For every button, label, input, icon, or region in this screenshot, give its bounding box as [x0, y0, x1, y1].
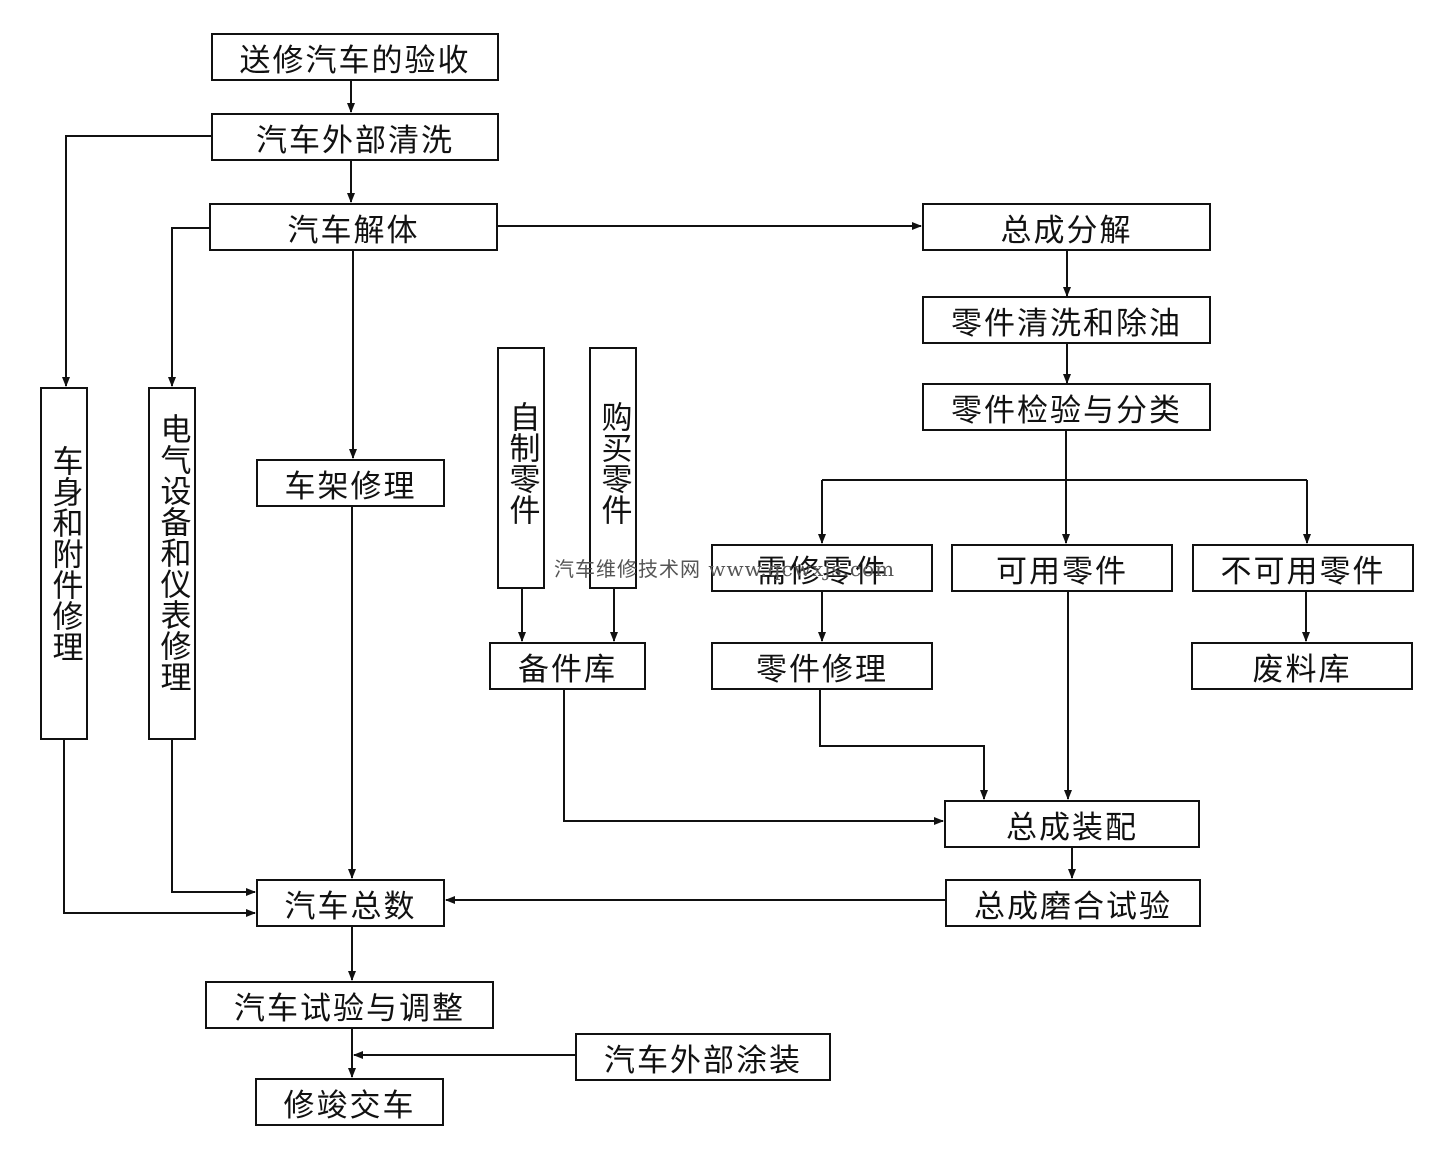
box-exterior-paint: 汽车外部涂装	[575, 1033, 831, 1081]
box-parts-clean: 零件清洗和除油	[922, 296, 1211, 344]
box-spare-parts-store: 备件库	[489, 642, 646, 690]
box-car-total: 汽车总数	[256, 879, 445, 927]
box-scrap-store: 废料库	[1191, 642, 1413, 690]
box-assembly-assemble: 总成装配	[944, 800, 1200, 848]
box-usable-parts: 可用零件	[951, 544, 1173, 592]
box-receive: 送修汽车的验收	[211, 33, 499, 81]
box-parts-to-repair: 需修零件	[711, 544, 933, 592]
arrow-electrical-to-car-total	[171, 740, 256, 896]
box-assembly-disassembly: 总成分解	[922, 203, 1211, 251]
box-car-test: 汽车试验与调整	[205, 981, 494, 1029]
arrow-wash-to-body-repair	[62, 135, 212, 387]
arrow-store-to-assemble	[563, 690, 944, 825]
box-assembly-breakin: 总成磨合试验	[945, 879, 1201, 927]
box-parts-repair: 零件修理	[711, 642, 933, 690]
box-self-made-parts: 自制零件	[497, 347, 545, 589]
arrow-parts-repair-to-assemble	[819, 690, 988, 800]
box-purchased-parts: 购买零件	[589, 347, 637, 589]
box-parts-inspect: 零件检验与分类	[922, 383, 1211, 431]
watermark-text: 汽车维修技术网 www.qcwxjs.com	[554, 557, 896, 581]
box-electrical-repair: 电气设备和仪表修理	[148, 387, 196, 740]
box-wash-exterior: 汽车外部清洗	[211, 113, 499, 161]
box-disassemble-car: 汽车解体	[209, 203, 498, 251]
box-unusable-parts: 不可用零件	[1192, 544, 1414, 592]
box-delivery: 修竣交车	[255, 1078, 444, 1126]
box-body-repair: 车身和附件修理	[40, 387, 88, 740]
arrow-disassemble-to-electrical	[168, 227, 210, 387]
arrow-body-to-car-total	[63, 740, 256, 917]
box-frame-repair: 车架修理	[256, 459, 445, 507]
